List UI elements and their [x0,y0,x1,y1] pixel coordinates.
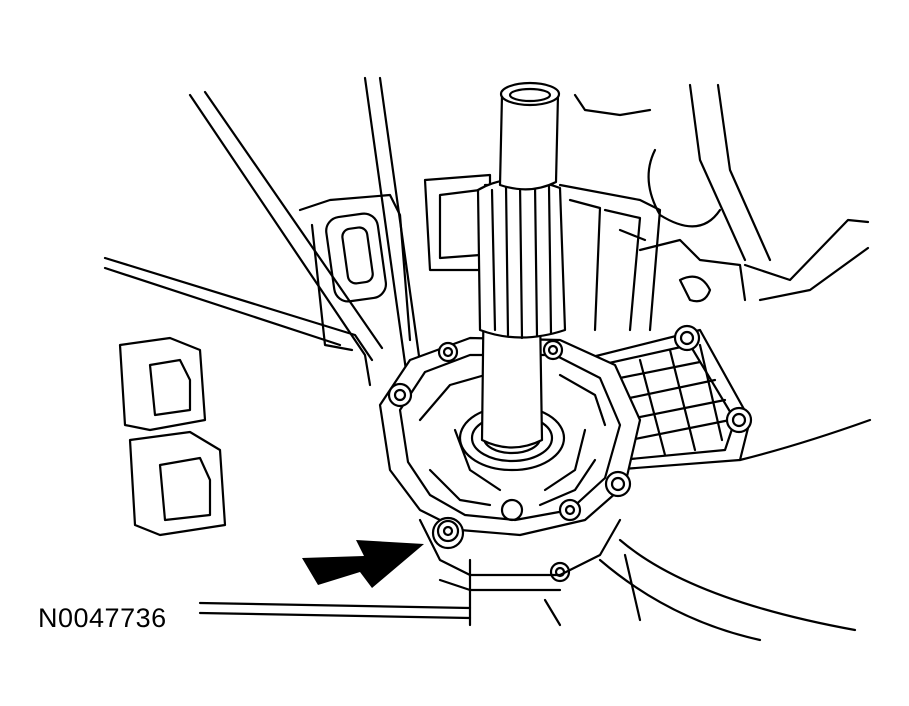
bolt-icon [542,339,564,361]
figure-id-label: N0047736 [38,603,167,633]
bolt-icon [558,498,582,522]
retainer-bolts [387,324,753,550]
bolt-icon [604,470,632,498]
input-shaft [476,81,567,449]
highlighted-bolt-icon [431,516,465,550]
side-blocks [118,336,227,537]
bolt-icon [437,341,459,363]
bolt-icon [387,382,413,408]
housing-outline [103,76,872,642]
bolt-icon [725,406,753,434]
callout-arrow-icon [302,540,424,588]
bolt-icon [673,324,701,352]
